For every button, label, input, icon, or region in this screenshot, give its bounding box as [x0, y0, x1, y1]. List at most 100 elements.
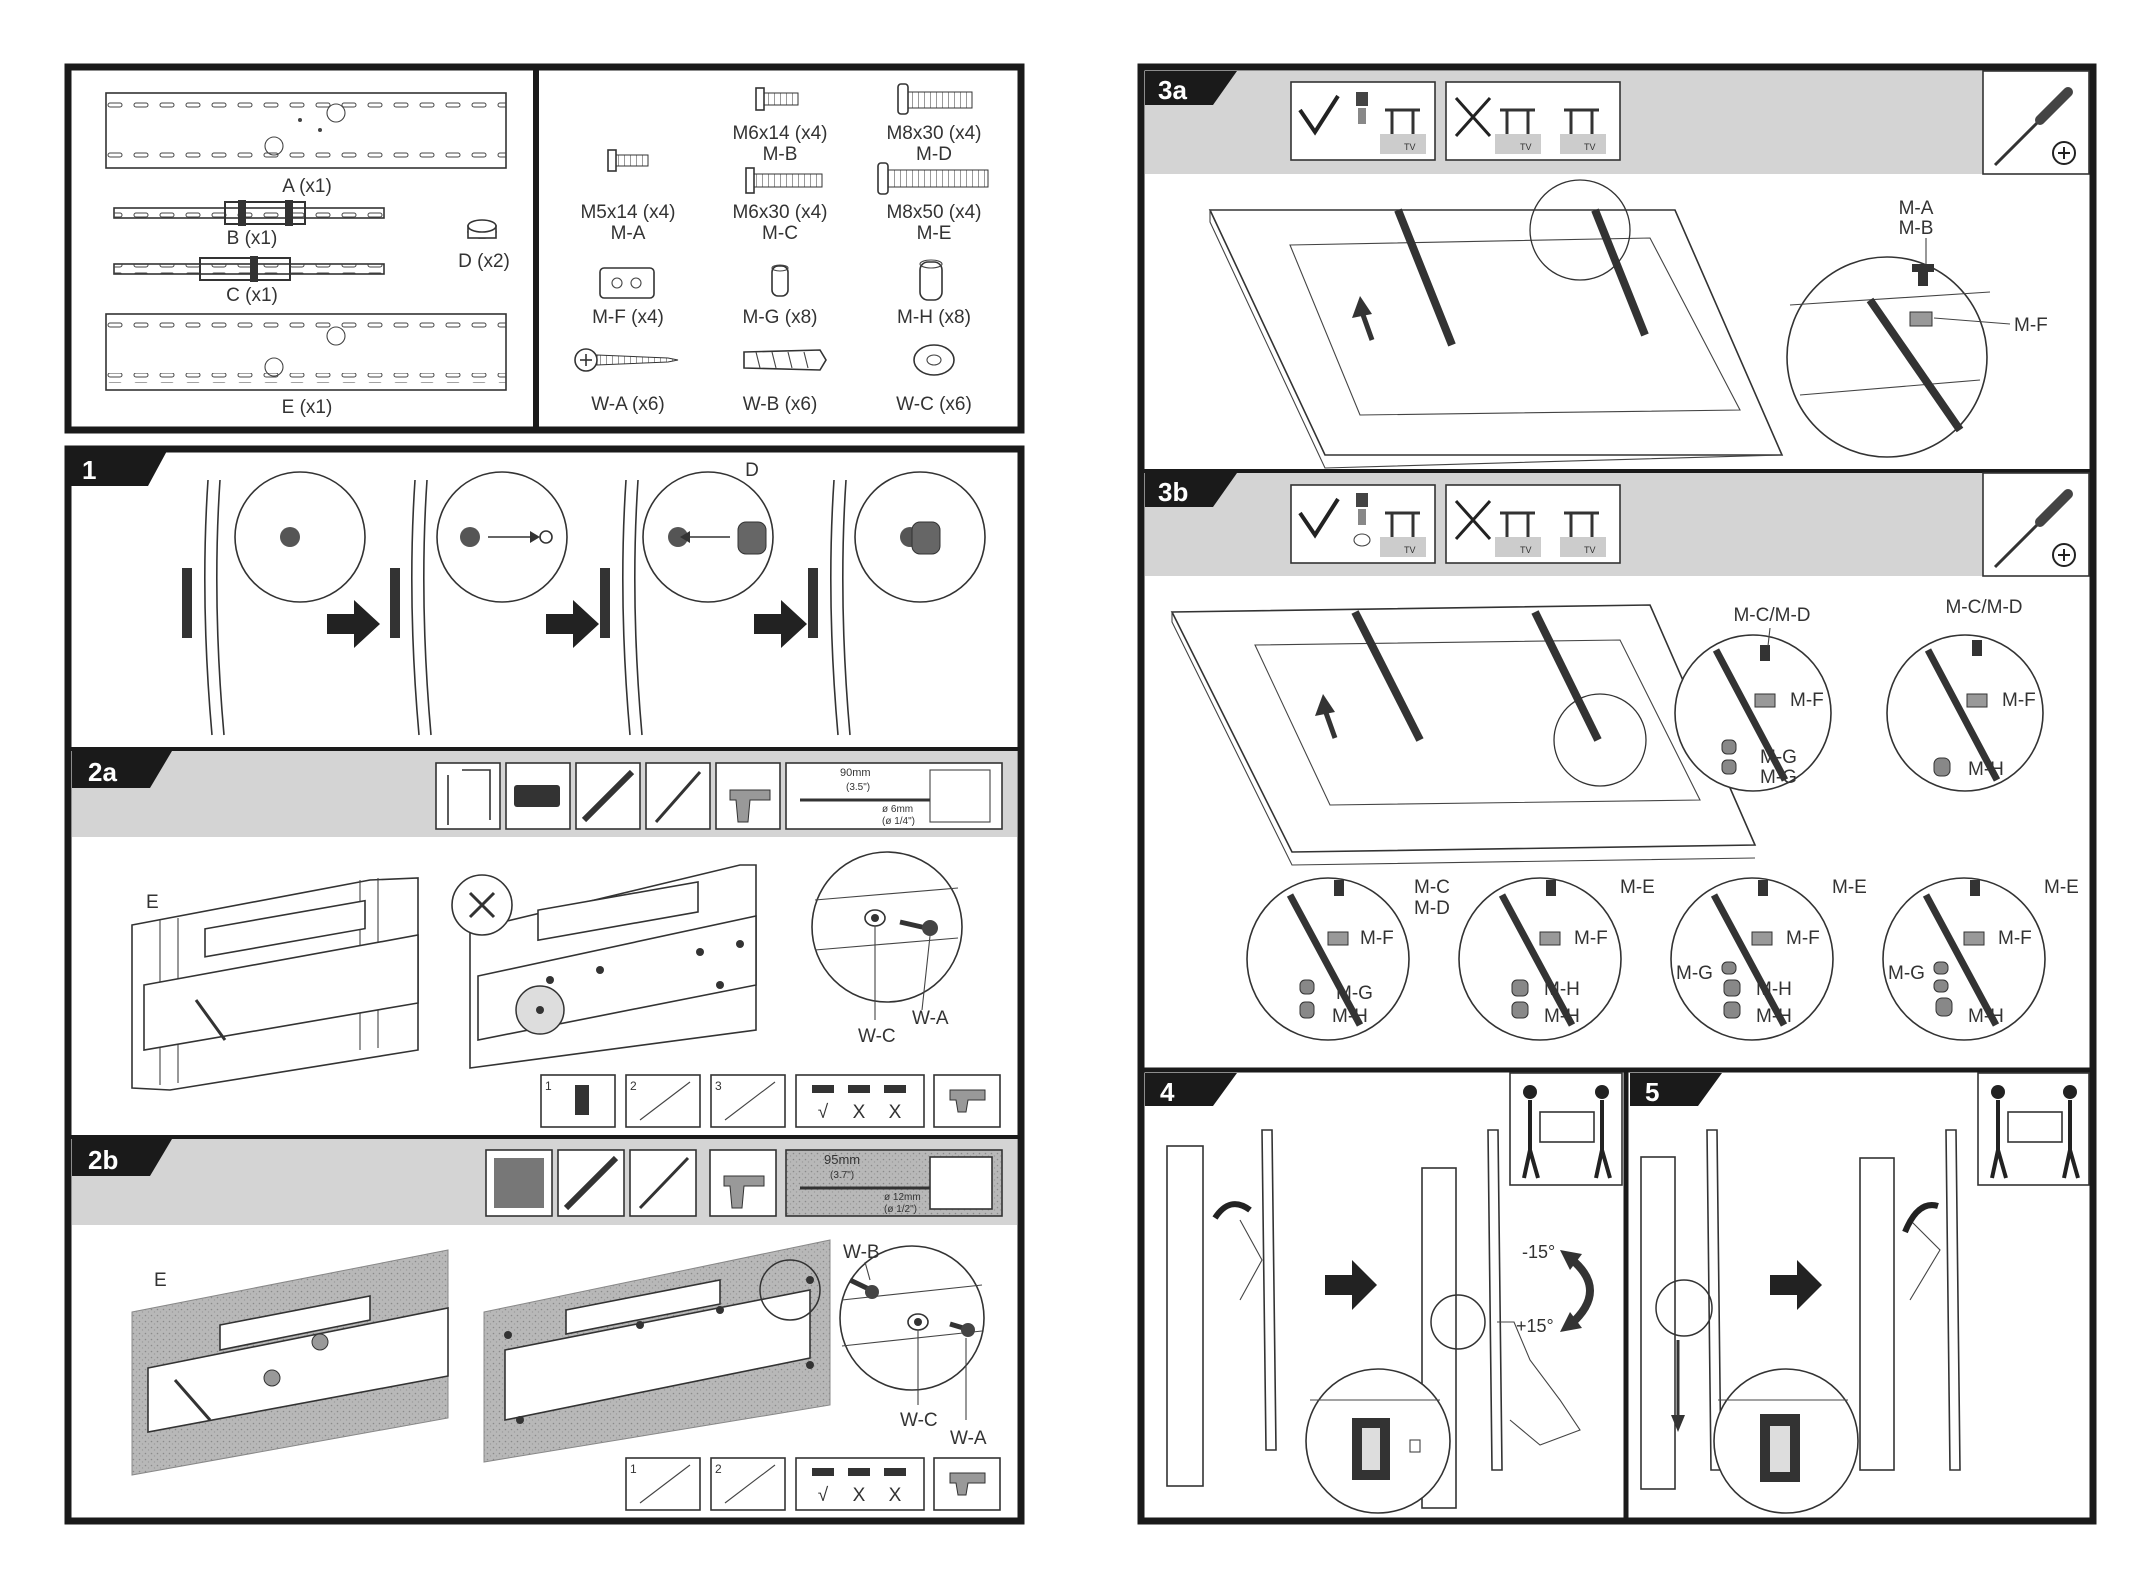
two-person-lift-icon — [1977, 1072, 2090, 1186]
sub-steps-2b: 1 2 √ X X — [625, 1457, 1001, 1511]
arrow-icon — [488, 531, 730, 543]
check-2a: √ — [818, 1102, 829, 1123]
step-2a: 2a 90mm (3.5") ø 6mm (ø 1/4") E — [72, 751, 1017, 1128]
hardware-list: M6x14 (x4) M-B M8x30 (x4) M-D M5x14 (x4)… — [574, 83, 989, 415]
step-3b: 3b TV TV TV — [1145, 472, 2090, 1041]
plate-e-callout-2b: E — [154, 1270, 167, 1291]
mf-callout-3b-5: M-F — [1786, 928, 1820, 949]
mh-callout-3b-7: M-H — [1968, 1006, 2004, 1027]
step-2b: 2b 95mm (3.7") ø 12mm (ø 1/2") E — [72, 1139, 1017, 1511]
incorrect-usage-icon: TV TV — [1445, 484, 1621, 564]
tv-label: TV — [1404, 545, 1416, 555]
me-callout-1: M-E — [1620, 877, 1655, 898]
cross2-2a: X — [889, 1102, 902, 1123]
step-1-callout-d: D — [745, 460, 759, 481]
mh-label: M-H (x8) — [897, 307, 971, 328]
tilt-down-label: +15° — [1516, 1316, 1554, 1336]
mf-callout-3b-4: M-F — [1574, 928, 1608, 949]
sub-step-1: 1 — [545, 1079, 552, 1093]
detail-circle-4 — [1305, 1368, 1451, 1514]
cross1-2b: X — [853, 1485, 866, 1506]
step-1-number: 1 — [82, 455, 96, 485]
tv-label: TV — [1584, 142, 1596, 152]
me-callout-2: M-E — [1832, 877, 1867, 898]
wood-wall-plate: E — [131, 877, 419, 1091]
plate-a: A (x1) — [105, 92, 507, 197]
cross2-2b: X — [889, 1485, 902, 1506]
detail-circle-3b-6: M-E M-F M-G M-H — [1882, 877, 2079, 1041]
tool-icons-2b: 95mm (3.7") ø 12mm (ø 1/2") — [485, 1149, 1003, 1217]
screw-mc-code: M-C — [762, 223, 798, 244]
drill-depth-in-2b: (3.7") — [830, 1170, 854, 1181]
step-5-number: 5 — [1645, 1077, 1659, 1107]
mh-callout-3b-1: M-H — [1968, 759, 2004, 780]
mh-callout-3b-5: M-H — [1756, 979, 1792, 1000]
step-3a-number: 3a — [1158, 75, 1187, 105]
tv-label: TV — [1520, 545, 1532, 555]
screw-md-label: M8x30 (x4) — [886, 123, 981, 144]
wc-label: W-C (x6) — [896, 394, 972, 415]
mf-label: M-F (x4) — [592, 307, 664, 328]
step-5: 5 — [1630, 1072, 2090, 1514]
tv-back-3a — [1208, 179, 1784, 469]
cross1-2a: X — [853, 1102, 866, 1123]
next-arrow-icon — [1325, 1260, 1377, 1310]
step-4: 4 -15° +15° — [1145, 1072, 1623, 1514]
concrete-wall-mounted — [483, 1239, 831, 1463]
two-person-lift-icon — [1509, 1072, 1623, 1186]
concrete-wall-plate: E — [131, 1249, 449, 1476]
wa-callout-2b: W-A — [950, 1428, 987, 1449]
mf-callout-3b-1: M-F — [1790, 690, 1824, 711]
anchor-wb-icon — [743, 349, 827, 371]
spacer-mh-icon — [919, 259, 943, 301]
plate-b-label: B (x1) — [227, 228, 278, 249]
mf-callout-3b-3: M-F — [1360, 928, 1394, 949]
screw-ma-code: M-A — [611, 223, 646, 244]
screw-ma-label: M5x14 (x4) — [580, 202, 675, 223]
screwdriver-icon — [1982, 472, 2090, 577]
mh-callout-3b-3: M-H — [1544, 979, 1580, 1000]
cap-d-label: D (x2) — [458, 251, 510, 272]
screw-md-code: M-D — [916, 144, 952, 165]
next-arrow-icon — [1770, 1260, 1822, 1310]
detail-circle-2b: W-B W-C W-A — [839, 1242, 987, 1449]
step-2b-number: 2b — [88, 1145, 118, 1175]
drill-dia-2a: ø 6mm — [882, 804, 913, 815]
spacer-mg-icon — [771, 264, 789, 297]
mf-callout-3b-2: M-F — [2002, 690, 2036, 711]
me-callout-3: M-E — [2044, 877, 2079, 898]
sub-step-2: 2 — [715, 1462, 722, 1476]
screw-me-label: M8x50 (x4) — [886, 202, 981, 223]
mcmd-callout-1: M-C/M-D — [1733, 605, 1810, 626]
screw-mb-code: M-B — [763, 144, 798, 165]
washer-wc-icon — [913, 344, 955, 376]
hand-icon — [1497, 1321, 1581, 1446]
wb-label: W-B (x6) — [743, 394, 818, 415]
step-3b-number: 3b — [1158, 477, 1188, 507]
plate-e-label: E (x1) — [282, 397, 333, 418]
incorrect-usage-icon: TV TV — [1445, 81, 1621, 161]
mg-label: M-G (x8) — [743, 307, 818, 328]
wa-callout-2a: W-A — [912, 1008, 949, 1029]
wc-callout-2a: W-C — [858, 1026, 896, 1047]
mg-callout-3b-4: M-G — [1676, 963, 1713, 984]
lag-bolt-wa-icon — [574, 348, 679, 372]
mf-callout-3a: M-F — [2014, 315, 2048, 336]
wb-callout-2b: W-B — [843, 1242, 880, 1263]
sub-steps-2a: 1 2 3 √ X X — [540, 1074, 1001, 1128]
mg-callout-3b-1: M-G — [1760, 747, 1797, 768]
screw-mc-label: M6x30 (x4) — [732, 202, 827, 223]
tilt-arrow-icon — [1560, 1250, 1594, 1332]
step-3a: 3a TV TV TV — [1145, 70, 2090, 469]
next-arrow-icon — [327, 600, 807, 648]
detail-circle-3b-5: M-E M-F M-G M-H M-H — [1670, 877, 1867, 1041]
wa-label: W-A (x6) — [591, 394, 665, 415]
parts-panel: A (x1) B (x1) D (x2) C (x1) — [64, 63, 1025, 434]
drill-dia-in-2b: (ø 1/2") — [884, 1204, 917, 1215]
cap-d-icon: D (x2) — [458, 219, 510, 272]
mh-callout-3b-2: M-H — [1332, 1006, 1368, 1027]
mb-callout-3a: M-B — [1899, 218, 1934, 239]
mh-callout-3b-6: M-H — [1756, 1006, 1792, 1027]
screw-mb-label: M6x14 (x4) — [732, 123, 827, 144]
